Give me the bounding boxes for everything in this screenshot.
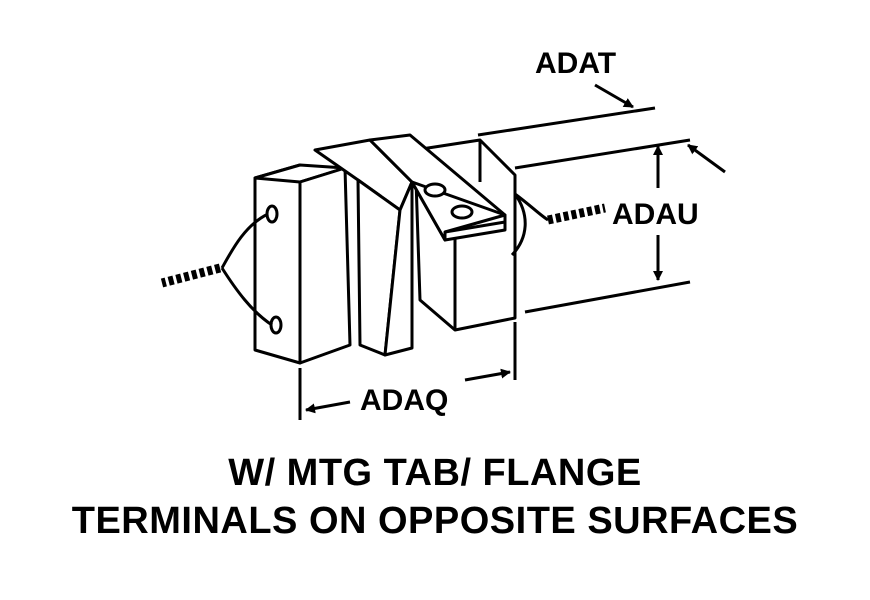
right-terminal bbox=[510, 192, 606, 257]
dimension-label-adau: ADAU bbox=[612, 198, 699, 231]
caption-line-2: TERMINALS ON OPPOSITE SURFACES bbox=[71, 500, 799, 542]
component-body bbox=[253, 133, 517, 365]
dimension-label-adat: ADAT bbox=[535, 47, 616, 80]
left-terminal bbox=[160, 204, 283, 335]
mounting-holes bbox=[423, 182, 474, 220]
caption-line-1: W/ MTG TAB/ FLANGE bbox=[228, 452, 642, 494]
dimension-lines bbox=[298, 83, 726, 420]
dimension-label-adaq: ADAQ bbox=[360, 384, 448, 417]
